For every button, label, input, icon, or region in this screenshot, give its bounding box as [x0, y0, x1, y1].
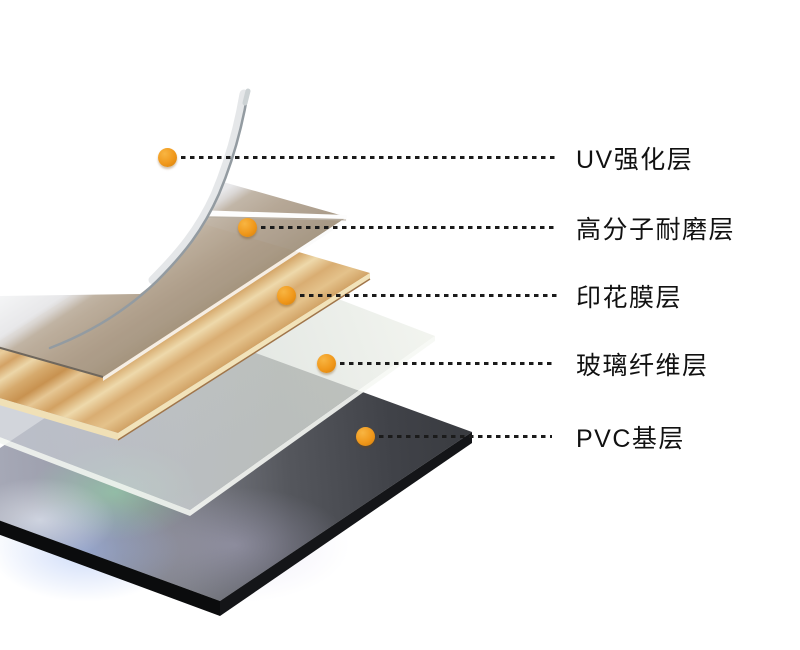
- orange-dot-icon: [238, 218, 257, 237]
- wear-layer-graphic: [0, 172, 347, 381]
- print-film-layer-label: 印花膜层: [576, 284, 683, 312]
- uv-layer-graphic: [0, 0, 251, 350]
- wear-layer-label: 高分子耐磨层: [576, 216, 736, 244]
- orange-dot-icon: [356, 427, 375, 446]
- orange-dot-icon: [158, 148, 177, 167]
- dotted-leader-line: [261, 226, 558, 229]
- fiberglass-layer-label: 玻璃纤维层: [576, 352, 709, 380]
- pvc-base-layer-label: PVC基层: [576, 425, 685, 453]
- orange-dot-icon: [277, 286, 296, 305]
- orange-dot-icon: [317, 354, 336, 373]
- dotted-leader-line: [300, 294, 558, 297]
- dotted-leader-line: [340, 362, 555, 365]
- dotted-leader-line: [181, 156, 558, 159]
- dotted-leader-line: [379, 435, 552, 438]
- uv-layer-label: UV强化层: [576, 146, 694, 174]
